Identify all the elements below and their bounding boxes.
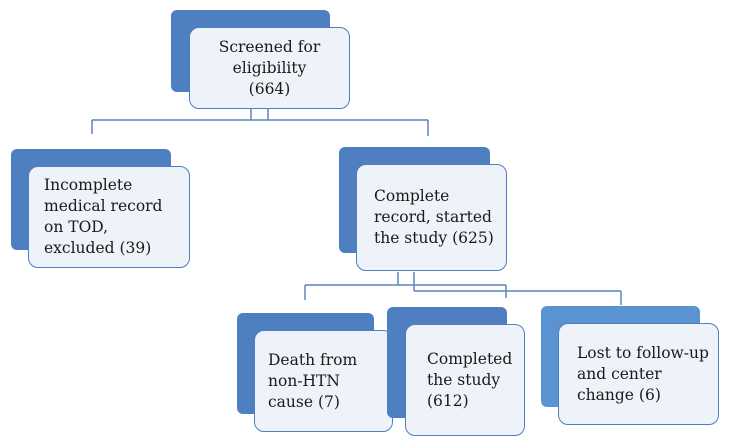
- node-screened-text: Screened for eligibility (664): [218, 37, 321, 98]
- node-started-text: Complete record, started the study (625): [374, 187, 494, 247]
- node-lost-text: Lost to follow-up and center change (6): [577, 343, 709, 404]
- node-death-box: Death from non-HTN cause (7): [254, 330, 393, 432]
- node-started-box: Complete record, started the study (625): [356, 164, 507, 271]
- node-lost-box: Lost to follow-up and center change (6): [558, 323, 719, 425]
- node-death-text: Death from non-HTN cause (7): [268, 350, 358, 411]
- node-excluded-box: Incomplete medical record on TOD, exclud…: [28, 166, 190, 268]
- node-screened-box: Screened for eligibility (664): [189, 27, 350, 109]
- node-completed-text: Completed the study (612): [427, 349, 513, 410]
- node-completed-box: Completed the study (612): [405, 324, 525, 436]
- node-excluded-text: Incomplete medical record on TOD, exclud…: [44, 176, 163, 257]
